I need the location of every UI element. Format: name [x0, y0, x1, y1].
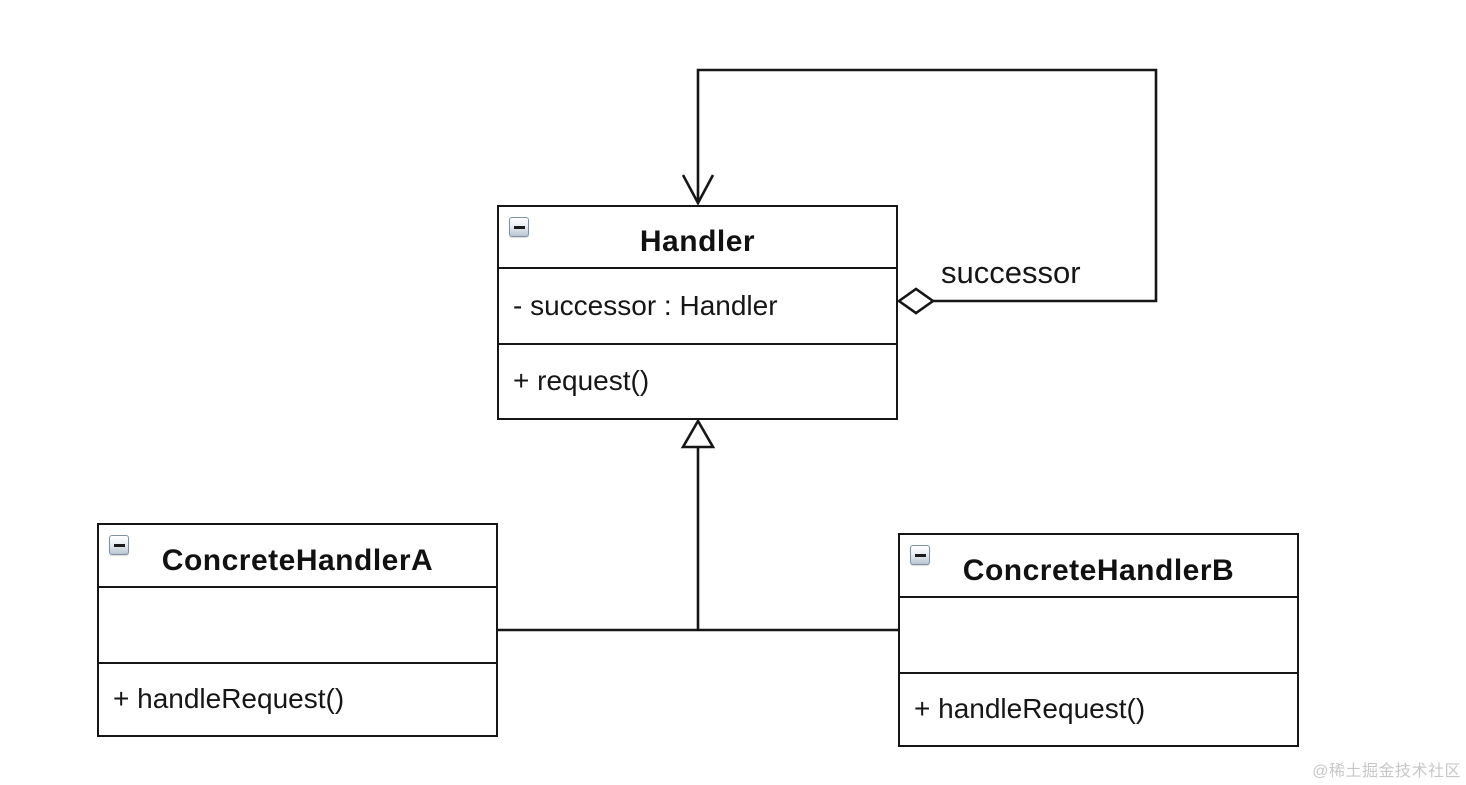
minus-glyph [914, 553, 926, 557]
hollow-diamond-icon [896, 287, 936, 315]
attributes-compartment [900, 596, 1297, 672]
class-method: + handleRequest() [914, 693, 1146, 724]
open-arrowhead-icon [681, 174, 715, 206]
class-title-compartment: Handler [499, 207, 896, 267]
class-name: ConcreteHandlerB [962, 553, 1235, 587]
methods-compartment: + request() [499, 343, 896, 417]
association-label-successor: successor [941, 255, 1081, 290]
class-box-concrete-handler-b[interactable]: ConcreteHandlerB + handleRequest() [898, 533, 1299, 747]
collapse-minus-icon[interactable] [509, 217, 529, 237]
methods-compartment: + handleRequest() [900, 672, 1297, 744]
class-box-concrete-handler-a[interactable]: ConcreteHandlerA + handleRequest() [97, 523, 498, 737]
methods-compartment: + handleRequest() [99, 662, 496, 734]
class-method: + handleRequest() [113, 683, 345, 714]
successor-association-line [696, 68, 1158, 303]
minus-glyph [113, 543, 125, 547]
collapse-minus-icon[interactable] [109, 535, 129, 555]
class-title-compartment: ConcreteHandlerB [900, 535, 1297, 596]
attributes-compartment [99, 586, 496, 662]
class-method: + request() [513, 365, 650, 396]
class-box-handler[interactable]: Handler - successor : Handler + request(… [497, 205, 898, 420]
attributes-compartment: - successor : Handler [499, 267, 896, 343]
minus-glyph [513, 225, 525, 229]
class-attribute: - successor : Handler [513, 290, 778, 321]
class-name: ConcreteHandlerA [161, 543, 434, 577]
hollow-triangle-icon [680, 418, 716, 449]
collapse-minus-icon[interactable] [910, 545, 930, 565]
watermark: @稀土掘金技术社区 [1312, 763, 1461, 780]
class-name: Handler [639, 225, 756, 258]
class-title-compartment: ConcreteHandlerA [99, 525, 496, 586]
